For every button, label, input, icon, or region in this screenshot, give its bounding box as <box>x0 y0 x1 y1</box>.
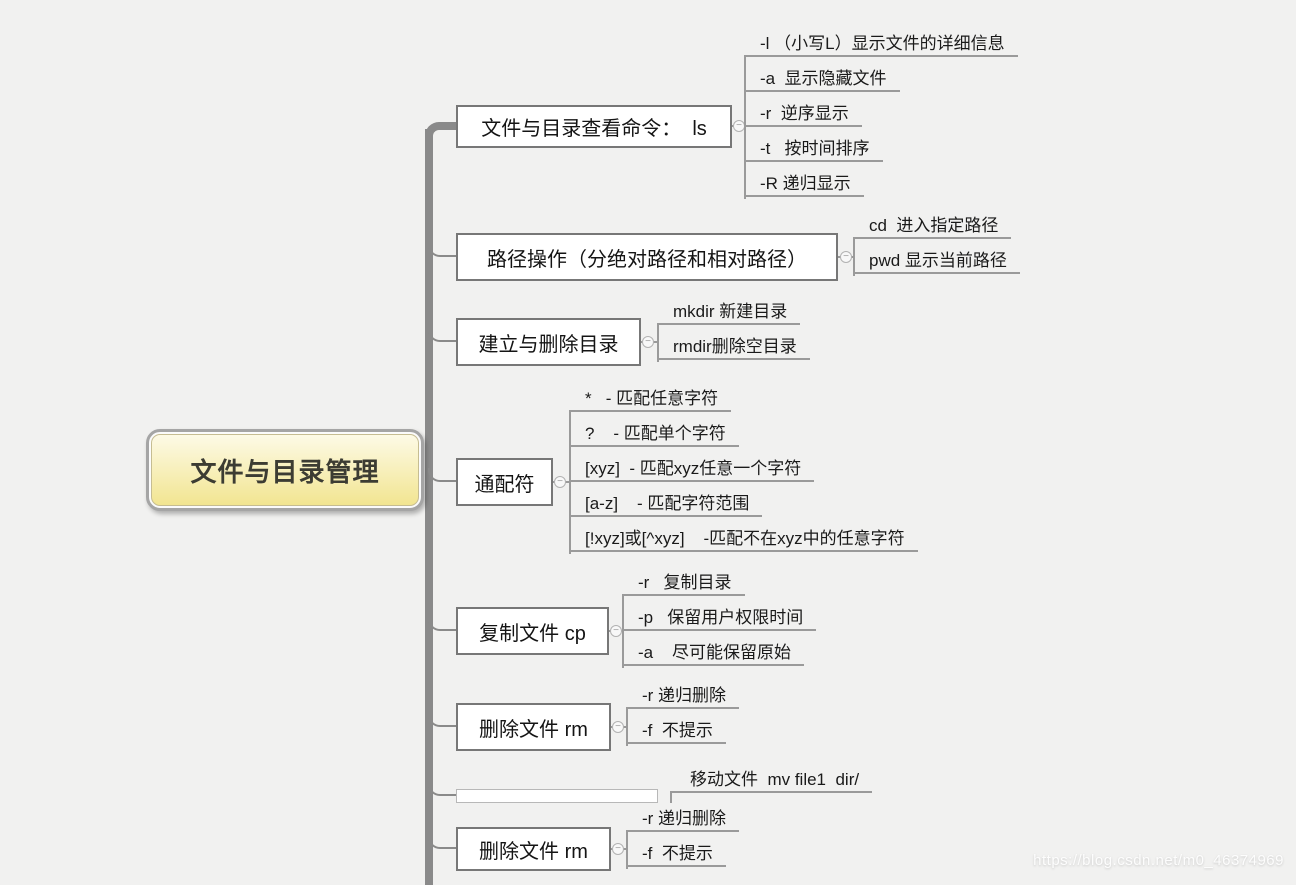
branch-trunk <box>425 129 433 885</box>
subtopic-row[interactable]: -a 尽可能保留原始 <box>622 642 805 666</box>
children-bracket-line <box>626 830 628 869</box>
subtopic-row[interactable]: cd 进入指定路径 <box>853 215 1012 239</box>
main-topic-wildcard[interactable]: 通配符 <box>456 458 553 506</box>
subtopic-row[interactable]: -a 显示隐藏文件 <box>744 68 900 92</box>
main-topic-rm-2[interactable]: 删除文件 rm <box>456 827 611 871</box>
children-bracket-line <box>670 791 672 803</box>
elbow-connector <box>428 468 456 482</box>
subtopic-row[interactable]: ? - 匹配单个字符 <box>569 423 739 447</box>
root-topic[interactable]: 文件与目录管理 <box>146 429 424 511</box>
elbow-connector <box>428 617 456 631</box>
subtopic-row[interactable]: -r 递归删除 <box>626 685 740 709</box>
elbow-connector <box>428 713 456 727</box>
collapse-icon[interactable]: − <box>642 336 654 348</box>
main-topic-path[interactable]: 路径操作（分绝对路径和相对路径） <box>456 233 838 281</box>
subtopic-row[interactable]: [!xyz]或[^xyz] -匹配不在xyz中的任意字符 <box>569 528 918 552</box>
children-bracket-line <box>569 410 571 554</box>
main-topic-cp[interactable]: 复制文件 cp <box>456 607 609 655</box>
collapse-icon[interactable]: − <box>612 721 624 733</box>
children-bracket-line <box>853 237 855 276</box>
elbow-connector <box>428 243 456 257</box>
subtopic-row[interactable]: -r 复制目录 <box>622 572 745 596</box>
collapse-icon[interactable]: − <box>554 476 566 488</box>
collapse-icon[interactable]: − <box>610 625 622 637</box>
children-bracket-line <box>657 323 659 362</box>
children-bracket-line <box>744 55 746 199</box>
subtopic-row[interactable]: -l （小写L）显示文件的详细信息 <box>744 33 1018 57</box>
subtopic-row[interactable]: -f 不提示 <box>626 720 726 744</box>
subtopic-row[interactable]: -R 递归显示 <box>744 173 864 197</box>
elbow-connector <box>428 328 456 342</box>
main-topic-empty[interactable] <box>456 789 658 803</box>
elbow-connector <box>428 835 456 849</box>
subtopic-row[interactable]: -p 保留用户权限时间 <box>622 607 817 631</box>
subtopic-row[interactable]: pwd 显示当前路径 <box>853 250 1020 274</box>
subtopic-row[interactable]: [a-z] - 匹配字符范围 <box>569 493 763 517</box>
main-topic-rm[interactable]: 删除文件 rm <box>456 703 611 751</box>
subtopic-row[interactable]: -f 不提示 <box>626 843 726 867</box>
subtopic-row[interactable]: -t 按时间排序 <box>744 138 883 162</box>
children-bracket-line <box>622 594 624 668</box>
collapse-icon[interactable]: − <box>612 843 624 855</box>
subtopic-row[interactable]: [xyz] - 匹配xyz任意一个字符 <box>569 458 815 482</box>
children-bracket-line <box>626 707 628 746</box>
subtopic-row[interactable]: rmdir删除空目录 <box>657 336 810 360</box>
main-topic-mkdir[interactable]: 建立与删除目录 <box>456 318 641 366</box>
subtopic-row[interactable]: -r 逆序显示 <box>744 103 862 127</box>
subtopic-row[interactable]: -r 递归删除 <box>626 808 740 832</box>
collapse-icon[interactable]: − <box>840 251 852 263</box>
subtopic-row[interactable]: * - 匹配任意字符 <box>569 388 732 412</box>
root-topic-label: 文件与目录管理 <box>151 434 419 506</box>
subtopic-row[interactable]: mkdir 新建目录 <box>657 301 801 325</box>
elbow-connector <box>428 782 456 796</box>
main-topic-ls[interactable]: 文件与目录查看命令： ls <box>456 105 732 148</box>
watermark: https://blog.csdn.net/m0_46374969 <box>1033 852 1284 869</box>
subtopic-row[interactable]: 移动文件 mv file1 dir/ <box>670 769 873 793</box>
